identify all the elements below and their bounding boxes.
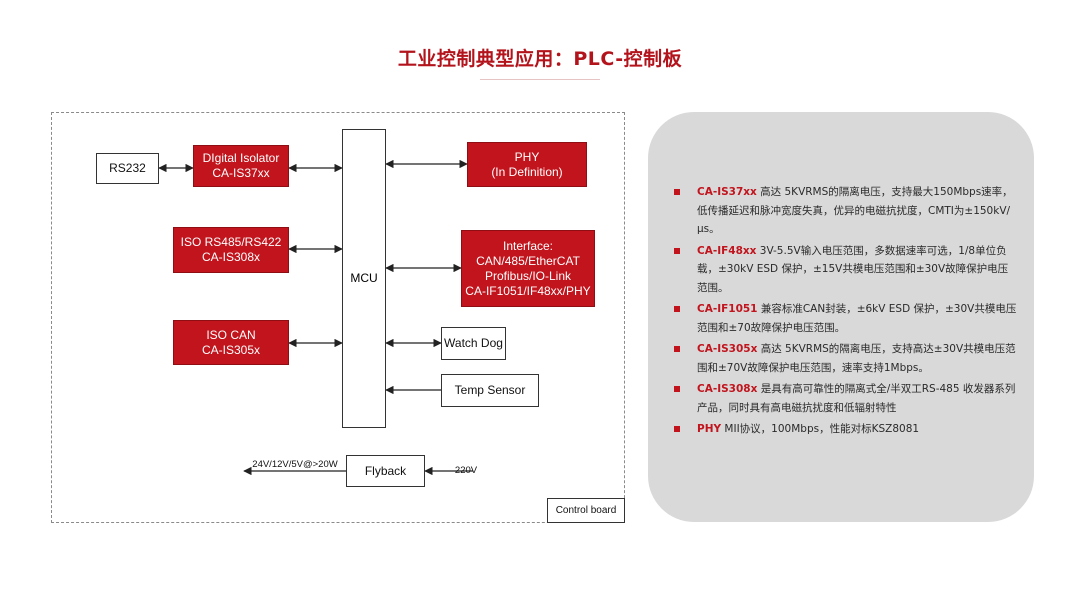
temp-sensor-label: Temp Sensor bbox=[454, 383, 526, 397]
feature-item: PHY MII协议，100Mbps，性能对标KSZ8081 bbox=[672, 420, 1018, 439]
title-underline bbox=[480, 79, 600, 80]
feature-desc: 高达 5KVRMS的隔离电压，支持高达±30V共模电压范围和±70V故障保护电压… bbox=[697, 343, 1016, 374]
watch-dog-label: Watch Dog bbox=[444, 336, 503, 350]
phy-status: (In Definition) bbox=[491, 164, 563, 179]
interface-line-2: Profibus/IO-Link bbox=[484, 268, 572, 283]
mcu-label: MCU bbox=[350, 271, 378, 285]
digital-isolator-part: CA-IS37xx bbox=[212, 166, 270, 180]
diagram-frame bbox=[51, 112, 625, 523]
feature-part: CA-IS308x bbox=[697, 383, 758, 395]
feature-part: CA-IS305x bbox=[697, 343, 758, 355]
iso-rs485-part: CA-IS308x bbox=[201, 250, 261, 264]
feature-desc: 兼容标准CAN封装，±6kV ESD 保护，±30V共模电压范围和±70故障保护… bbox=[697, 303, 1017, 334]
feature-list: CA-IS37xx 高达 5KVRMS的隔离电压，支持最大150Mbps速率，低… bbox=[672, 183, 1018, 442]
square-bullet-icon bbox=[674, 247, 680, 254]
feature-desc: 是具有高可靠性的隔离式全/半双工RS-485 收发器系列产品，同时具有高电磁抗扰… bbox=[697, 383, 1016, 414]
feature-desc: 高达 5KVRMS的隔离电压，支持最大150Mbps速率，低传播延迟和脉冲宽度失… bbox=[697, 186, 1013, 235]
square-bullet-icon bbox=[674, 189, 680, 195]
control-board-text: Control board bbox=[555, 505, 617, 516]
digital-isolator-block: DIgital Isolator CA-IS37xx bbox=[193, 145, 289, 187]
flyback-block: Flyback bbox=[346, 455, 425, 487]
feature-item: CA-IS308x 是具有高可靠性的隔离式全/半双工RS-485 收发器系列产品… bbox=[672, 380, 1018, 417]
phy-label: PHY bbox=[514, 149, 540, 164]
flyback-label: Flyback bbox=[364, 463, 407, 478]
feature-item: CA-IS305x 高达 5KVRMS的隔离电压，支持高达±30V共模电压范围和… bbox=[672, 340, 1018, 377]
feature-part: CA-IF48xx bbox=[697, 244, 757, 257]
temp-sensor-block: Temp Sensor bbox=[441, 374, 539, 407]
interface-label: Interface: bbox=[502, 238, 554, 253]
iso-can-block: ISO CAN CA-IS305x bbox=[173, 320, 289, 365]
square-bullet-icon bbox=[674, 346, 680, 352]
iso-rs485-label: ISO RS485/RS422 bbox=[180, 235, 282, 249]
watch-dog-block: Watch Dog bbox=[441, 327, 506, 360]
interface-line-1: CAN/485/EtherCAT bbox=[476, 253, 580, 268]
flyback-input-label: 220V bbox=[454, 464, 478, 476]
mcu-block: MCU bbox=[342, 129, 386, 428]
digital-isolator-label: DIgital Isolator bbox=[202, 151, 280, 165]
flyback-output-label: 24V/12V/5V@>20W bbox=[252, 458, 338, 470]
feature-part: PHY bbox=[697, 423, 722, 435]
feature-item: CA-IF1051 兼容标准CAN封装，±6kV ESD 保护，±30V共模电压… bbox=[672, 300, 1018, 337]
page-title: 工业控制典型应用：PLC-控制板 bbox=[397, 48, 683, 70]
square-bullet-icon bbox=[674, 386, 680, 392]
phy-block: PHY (In Definition) bbox=[467, 142, 587, 187]
feature-item: CA-IS37xx 高达 5KVRMS的隔离电压，支持最大150Mbps速率，低… bbox=[672, 183, 1018, 239]
feature-item: CA-IF48xx 3V-5.5V输入电压范围，多数据速率可选，1/8单位负载，… bbox=[672, 242, 1018, 298]
feature-desc: 3V-5.5V输入电压范围，多数据速率可选，1/8单位负载，±30kV ESD … bbox=[697, 244, 1009, 294]
feature-part: CA-IF1051 bbox=[697, 303, 758, 315]
feature-part: CA-IS37xx bbox=[697, 186, 757, 198]
control-board-label: Control board bbox=[547, 498, 625, 523]
square-bullet-icon bbox=[674, 426, 680, 432]
square-bullet-icon bbox=[674, 306, 680, 312]
iso-can-part: CA-IS305x bbox=[201, 342, 261, 357]
iso-can-label: ISO CAN bbox=[206, 327, 256, 342]
rs232-label: RS232 bbox=[109, 161, 146, 175]
iso-rs485-block: ISO RS485/RS422 CA-IS308x bbox=[173, 227, 289, 273]
rs232-block: RS232 bbox=[96, 153, 159, 184]
feature-desc: MII协议，100Mbps，性能对标KSZ8081 bbox=[721, 423, 920, 435]
interface-block: Interface: CAN/485/EtherCAT Profibus/IO-… bbox=[461, 230, 595, 307]
interface-line-3: CA-IF1051/IF48xx/PHY bbox=[465, 283, 591, 298]
feature-panel bbox=[648, 112, 1034, 522]
